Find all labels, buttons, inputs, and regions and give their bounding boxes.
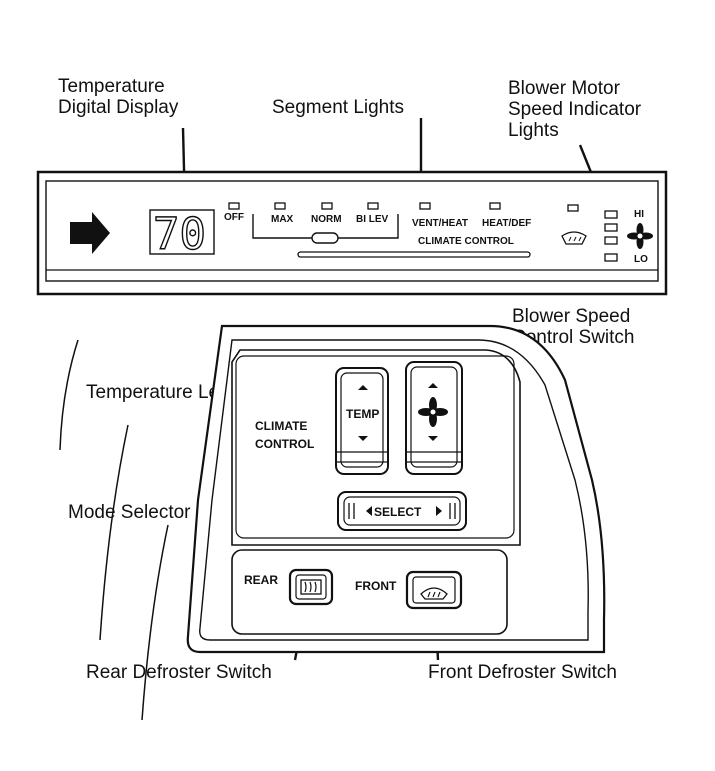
led-max xyxy=(274,202,286,210)
callout-temp-display-line1: Temperature xyxy=(58,76,165,97)
climate-control-label-line1: CLIMATE xyxy=(255,419,307,433)
mode-label-bilev: BI LEV xyxy=(356,214,389,225)
callout-blower-switch-line2: Control Switch xyxy=(512,327,635,348)
temp-lever-label: TEMP xyxy=(346,407,379,421)
mode-label-max: MAX xyxy=(271,214,294,225)
led-bilev xyxy=(367,202,379,210)
select-right-icon xyxy=(436,506,442,516)
temp-down-icon xyxy=(358,436,368,441)
climate-control-group-label: CLIMATE CONTROL xyxy=(418,236,514,247)
led-vent-heat xyxy=(419,202,431,210)
callout-blower-switch-line1: Blower Speed xyxy=(512,306,630,327)
fan-down-icon xyxy=(428,436,438,441)
led-defrost xyxy=(567,204,579,212)
rear-label: REAR xyxy=(244,573,278,587)
mode-selector-lever[interactable]: SELECT xyxy=(337,491,467,531)
mode-label-norm: NORM xyxy=(311,214,342,225)
control-bezel xyxy=(186,324,606,654)
fan-label-lo: LO xyxy=(634,254,648,265)
callout-rear-defroster: Rear Defroster Switch xyxy=(86,662,272,683)
climate-control-label-line2: CONTROL xyxy=(255,437,314,451)
slide-track xyxy=(297,251,531,258)
temperature-lever[interactable]: TEMP xyxy=(335,367,389,475)
led-heat-def xyxy=(489,202,501,210)
blower-fan-icon xyxy=(418,397,448,427)
fan-up-icon xyxy=(428,383,438,388)
callout-blower-indicator-line3: Lights xyxy=(508,120,559,141)
callout-blower-indicator-line2: Speed Indicator xyxy=(508,99,642,120)
temperature-display-window xyxy=(149,209,215,255)
front-defroster-switch[interactable] xyxy=(405,570,463,610)
select-label: SELECT xyxy=(374,505,422,519)
led-off xyxy=(228,202,240,210)
segment-led-row xyxy=(228,202,579,212)
select-left-icon xyxy=(366,506,372,516)
blower-speed-switch[interactable] xyxy=(405,361,463,475)
temperature-display-value: 70 xyxy=(153,209,206,260)
temp-up-icon xyxy=(358,385,368,390)
rear-defrost-icon xyxy=(300,579,322,595)
callout-temp-display-line2: Digital Display xyxy=(58,97,179,118)
mode-label-vent-heat: VENT/HEAT xyxy=(412,218,468,229)
callout-temperature-lever: Temperature Lever xyxy=(86,382,246,403)
callout-blower-indicator-line1: Blower Motor xyxy=(508,78,621,99)
led-norm xyxy=(321,202,333,210)
display-panel: 70 OFF MAX NORM BI LEV VENT/HEAT HEAT/DE… xyxy=(36,170,668,296)
front-label: FRONT xyxy=(355,579,397,593)
mode-label-heat-def: HEAT/DEF xyxy=(482,218,531,229)
fan-icon xyxy=(627,223,653,249)
mode-indicator-pill xyxy=(311,232,339,244)
windshield-defrost-icon xyxy=(561,231,587,245)
callout-front-defroster: Front Defroster Switch xyxy=(428,662,617,683)
direction-arrow-icon xyxy=(70,212,110,254)
callout-segment-lights: Segment Lights xyxy=(272,97,404,118)
mode-label-off: OFF xyxy=(224,212,244,223)
rear-defroster-switch[interactable] xyxy=(288,568,334,606)
dash-contour-lines xyxy=(59,339,169,721)
blower-speed-leds xyxy=(604,210,618,262)
front-defrost-icon xyxy=(420,587,448,600)
fan-label-hi: HI xyxy=(634,209,644,220)
